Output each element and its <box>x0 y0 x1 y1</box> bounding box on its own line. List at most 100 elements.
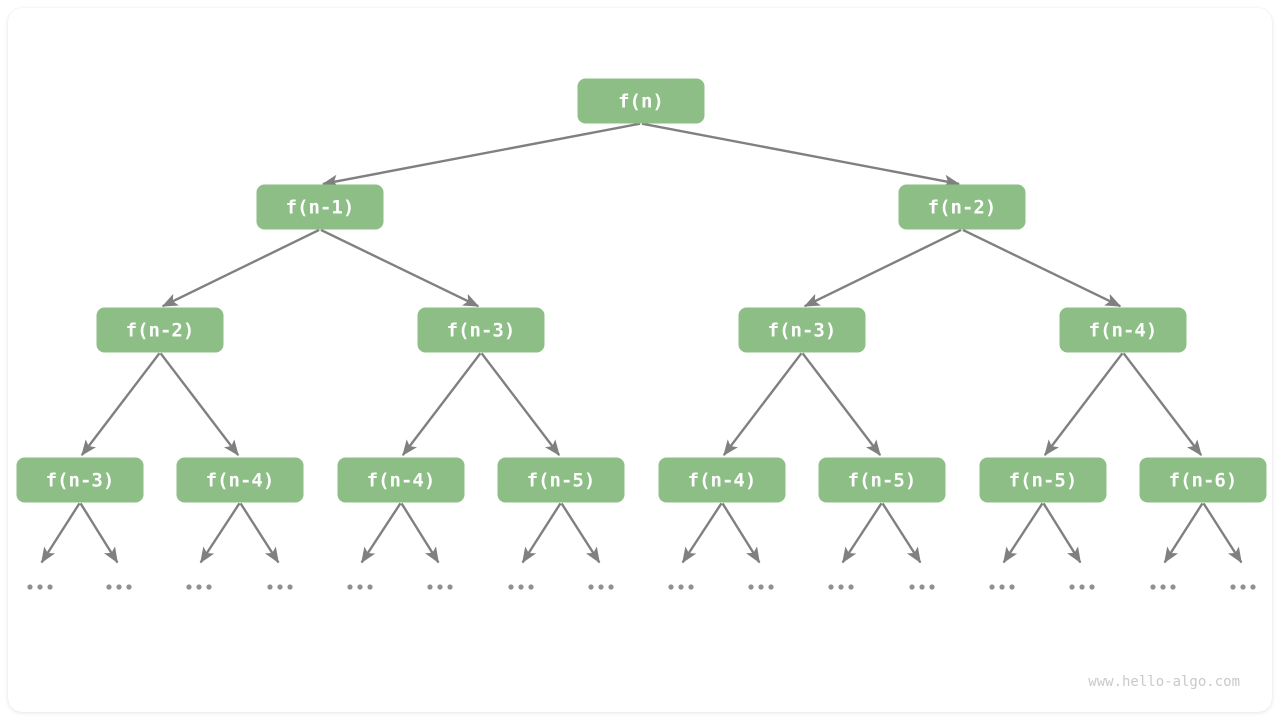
tree-edge <box>401 352 482 456</box>
tree-edge-to-ellipsis <box>521 502 562 564</box>
tree-edge <box>801 352 882 456</box>
tree-node-box <box>818 457 946 503</box>
ellipsis-dot <box>1069 584 1075 590</box>
tree-node-box <box>96 307 224 353</box>
ellipsis-marker <box>828 584 854 590</box>
ellipsis-dot <box>1250 584 1256 590</box>
tree-node[interactable]: f(n) <box>577 78 705 124</box>
tree-edge-to-ellipsis <box>79 502 119 564</box>
tree-node-label: f(n-3) <box>447 320 516 342</box>
ellipsis-dot <box>47 584 53 590</box>
tree-node[interactable]: f(n-5) <box>818 457 946 503</box>
tree-edge <box>80 352 161 456</box>
ellipsis-dot <box>1089 584 1095 590</box>
tree-node-label: f(n-4) <box>206 470 275 492</box>
tree-node-label: f(n-3) <box>768 320 837 342</box>
ellipsis-dot <box>357 584 363 590</box>
tree-node[interactable]: f(n-2) <box>96 307 224 353</box>
tree-node-box <box>979 457 1107 503</box>
tree-edge <box>161 228 320 308</box>
ellipsis-dot <box>196 584 202 590</box>
ellipsis-marker <box>347 584 373 590</box>
tree-edge <box>320 228 480 308</box>
ellipsis-marker <box>427 584 453 590</box>
ellipsis-layer <box>27 584 1256 590</box>
tree-node-label: f(n-4) <box>367 470 436 492</box>
ellipsis-dot <box>608 584 614 590</box>
ellipsis-dot <box>367 584 373 590</box>
ellipsis-dot <box>999 584 1005 590</box>
ellipsis-dot <box>508 584 514 590</box>
watermark-label: www.hello-algo.com <box>1088 674 1240 690</box>
ellipsis-dot <box>1230 584 1236 590</box>
ellipsis-dot <box>678 584 684 590</box>
tree-node[interactable]: f(n-2) <box>898 184 1026 230</box>
tree-node[interactable]: f(n-6) <box>1139 457 1267 503</box>
ellipsis-dot <box>1079 584 1085 590</box>
ellipsis-marker <box>588 584 614 590</box>
tree-node-label: f(n-1) <box>286 197 355 219</box>
ellipsis-dot <box>206 584 212 590</box>
ellipsis-dot <box>126 584 132 590</box>
ellipsis-dot <box>437 584 443 590</box>
tree-node-label: f(n-5) <box>527 470 596 492</box>
ellipsis-dot <box>347 584 353 590</box>
tree-edge-to-ellipsis <box>1202 502 1243 564</box>
tree-edge-to-ellipsis <box>560 502 601 564</box>
ellipsis-dot <box>588 584 594 590</box>
tree-node[interactable]: f(n-1) <box>256 184 384 230</box>
tree-node-label: f(n-4) <box>1089 320 1158 342</box>
ellipsis-dot <box>1160 584 1166 590</box>
ellipsis-marker <box>27 584 53 590</box>
ellipsis-edges-layer <box>40 502 1243 564</box>
nodes-layer: f(n) f(n-1) f(n-2) f(n-2) f(n-3) f(n-3) f(n-4)… <box>16 78 1267 503</box>
ellipsis-dot <box>277 584 283 590</box>
ellipsis-dot <box>1009 584 1015 590</box>
ellipsis-dot <box>1150 584 1156 590</box>
ellipsis-dot <box>989 584 995 590</box>
tree-node[interactable]: f(n-4) <box>658 457 786 503</box>
ellipsis-marker <box>1150 584 1176 590</box>
tree-edge <box>1122 352 1203 456</box>
ellipsis-marker <box>909 584 935 590</box>
tree-edge <box>962 228 1122 308</box>
tree-node-label: f(n-3) <box>46 470 115 492</box>
ellipsis-marker <box>1069 584 1095 590</box>
ellipsis-dot <box>919 584 925 590</box>
tree-edge <box>641 122 960 188</box>
ellipsis-dot <box>668 584 674 590</box>
tree-node[interactable]: f(n-5) <box>979 457 1107 503</box>
ellipsis-marker <box>106 584 132 590</box>
ellipsis-dot <box>287 584 293 590</box>
tree-node-box <box>256 184 384 230</box>
tree-node[interactable]: f(n-4) <box>1059 307 1187 353</box>
tree-node[interactable]: f(n-5) <box>497 457 625 503</box>
tree-edge-to-ellipsis <box>40 502 81 564</box>
ellipsis-dot <box>427 584 433 590</box>
ellipsis-dot <box>848 584 854 590</box>
tree-node-box <box>658 457 786 503</box>
tree-edge-to-ellipsis <box>1002 502 1044 564</box>
tree-node-box <box>337 457 465 503</box>
tree-node[interactable]: f(n-4) <box>337 457 465 503</box>
ellipsis-dot <box>528 584 534 590</box>
ellipsis-dot <box>598 584 604 590</box>
tree-node-label: f(n-2) <box>928 197 997 219</box>
tree-edge-to-ellipsis <box>199 502 241 564</box>
ellipsis-dot <box>37 584 43 590</box>
tree-node[interactable]: f(n-4) <box>176 457 304 503</box>
tree-node-box <box>497 457 625 503</box>
tree-node-label: f(n-5) <box>1009 470 1078 492</box>
tree-node[interactable]: f(n-3) <box>16 457 144 503</box>
tree-node-box <box>738 307 866 353</box>
tree-node[interactable]: f(n-3) <box>417 307 545 353</box>
tree-node[interactable]: f(n-3) <box>738 307 866 353</box>
ellipsis-marker <box>1230 584 1256 590</box>
tree-node-label: f(n-4) <box>688 470 757 492</box>
tree-edge-to-ellipsis <box>681 502 723 564</box>
tree-edge <box>322 122 641 188</box>
tree-edge-to-ellipsis <box>841 502 883 564</box>
edges-layer <box>80 122 1203 456</box>
ellipsis-marker <box>668 584 694 590</box>
ellipsis-marker <box>267 584 293 590</box>
